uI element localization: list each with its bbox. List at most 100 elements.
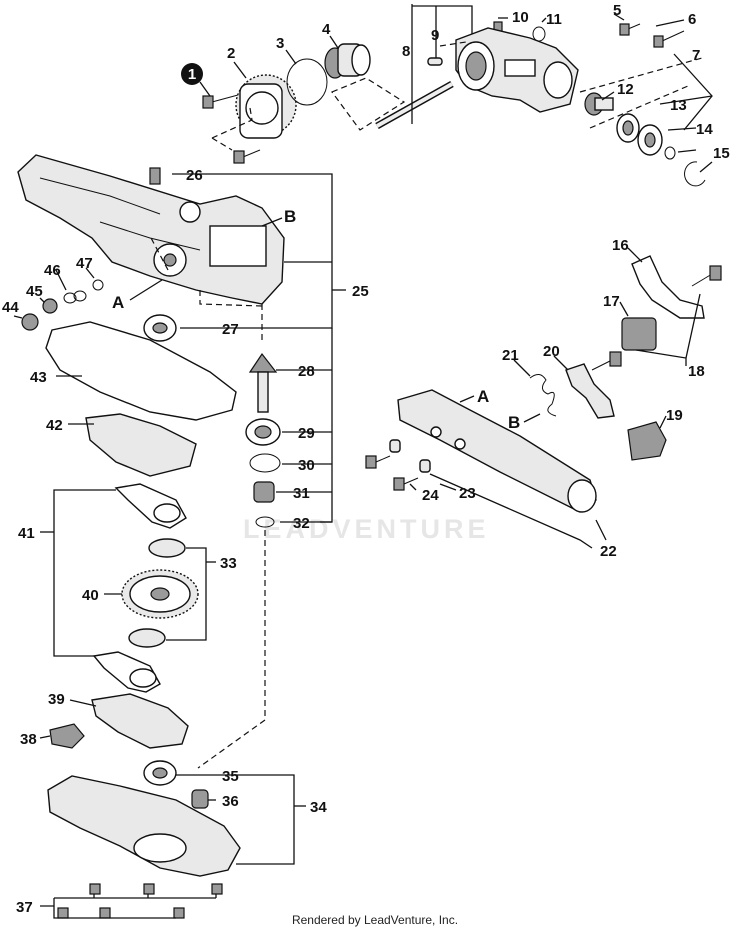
ref-letter-b-left: B [284, 207, 296, 226]
part-screw-1 [202, 94, 239, 109]
callout-5: 5 [613, 2, 621, 19]
ref-letter-a-right: A [477, 387, 489, 406]
part-washer-46b [73, 290, 87, 302]
callout-47: 47 [76, 255, 93, 272]
callout-10: 10 [512, 9, 529, 26]
callout-7: 7 [692, 47, 700, 64]
part-gasket-43 [45, 321, 237, 421]
leader-lines [13, 4, 713, 919]
callout-18: 18 [688, 363, 705, 380]
part-lever-16 [631, 255, 705, 319]
callout-14: 14 [696, 121, 713, 138]
callout-2: 2 [227, 45, 235, 62]
callout-12: 12 [617, 81, 634, 98]
part-pinion-12 [584, 92, 614, 116]
callout-28: 28 [298, 363, 315, 380]
part-nut-44 [21, 313, 39, 331]
callout-3: 3 [276, 35, 284, 52]
part-washer-32 [255, 516, 275, 528]
callout-43: 43 [30, 369, 47, 386]
part-bearing-13a [616, 113, 640, 143]
part-bushing-36 [191, 789, 209, 809]
part-washer-46a [63, 292, 77, 304]
part-screw-18b [591, 351, 622, 371]
callout-37: 37 [16, 899, 33, 916]
part-rod-41a [114, 483, 187, 529]
part-screw-24a [365, 455, 391, 469]
part-oring-3 [286, 58, 328, 106]
part-clip-38 [49, 723, 85, 749]
callout-27: 27 [222, 321, 239, 338]
callout-13: 13 [670, 97, 687, 114]
callout-26: 26 [186, 167, 203, 184]
part-bevel-28 [248, 352, 278, 413]
callout-9: 9 [431, 27, 439, 44]
callout-33: 33 [220, 555, 237, 572]
callout-32: 32 [293, 515, 310, 532]
callout-42: 42 [46, 417, 63, 434]
callout-46: 46 [44, 262, 61, 279]
part-holder-4 [324, 43, 371, 79]
callout-21: 21 [502, 347, 519, 364]
callout-6: 6 [688, 11, 696, 28]
part-screw-5 [619, 23, 641, 36]
callout-4: 4 [322, 21, 331, 38]
callout-29: 29 [298, 425, 315, 442]
part-lower-housing-34 [47, 775, 241, 877]
part-spring-21 [529, 374, 557, 417]
part-latch-20 [565, 363, 615, 419]
reference-letters: A B A B [112, 207, 520, 432]
callout-39: 39 [48, 691, 65, 708]
part-handle-22 [397, 389, 597, 513]
part-washer-14 [664, 146, 676, 160]
part-shapes [17, 21, 722, 919]
part-pin-23a [389, 439, 401, 453]
part-bearing-27 [143, 314, 177, 342]
callout-24: 24 [422, 487, 439, 504]
part-bearing-35 [143, 760, 177, 786]
part-washer-47 [92, 279, 104, 291]
part-bearing-13b [637, 124, 663, 156]
ref-letter-b-right: B [508, 413, 520, 432]
part-snapring-15 [684, 161, 706, 187]
part-housing-25 [17, 154, 285, 305]
part-gear-40 [121, 569, 199, 619]
callout-23: 23 [459, 485, 476, 502]
part-screws-37 [57, 883, 223, 919]
part-ring-11 [532, 26, 546, 42]
callout-17: 17 [603, 293, 620, 310]
part-cap-19 [627, 421, 667, 461]
part-screw-18a [691, 265, 722, 287]
part-block-17 [621, 317, 657, 351]
part-pin-23b [419, 459, 431, 473]
callout-numbers: 1 2 3 4 5 6 7 8 9 10 11 12 13 14 15 16 1… [2, 2, 730, 916]
part-rod-41b [92, 651, 161, 693]
callout-11: 11 [546, 11, 562, 28]
part-plate-42 [85, 413, 197, 477]
watermark-text: LEADVENTURE [243, 514, 490, 544]
part-plate-39 [91, 693, 189, 749]
part-snapring-30 [249, 453, 281, 473]
callout-44: 44 [2, 299, 19, 316]
part-pinion-31 [253, 481, 275, 503]
callout-31: 31 [293, 485, 310, 502]
part-bearing-29 [245, 418, 281, 446]
ref-letter-a-left: A [112, 293, 124, 312]
part-screw-6 [653, 30, 685, 48]
part-needle-bearing-33a [148, 538, 186, 558]
part-gearcase-7 [455, 27, 579, 113]
callout-22: 22 [600, 543, 617, 560]
callout-16: 16 [612, 237, 629, 254]
part-fitting-26 [149, 167, 161, 185]
callout-8: 8 [402, 43, 410, 60]
callout-15: 15 [713, 145, 730, 162]
callout-35: 35 [222, 768, 239, 785]
callout-38: 38 [20, 731, 37, 748]
callout-25: 25 [352, 283, 369, 300]
callout-36: 36 [222, 793, 239, 810]
callout-1: 1 [188, 66, 196, 83]
callout-41: 41 [18, 525, 35, 542]
callout-45: 45 [26, 283, 43, 300]
part-screw-24b [393, 477, 419, 491]
